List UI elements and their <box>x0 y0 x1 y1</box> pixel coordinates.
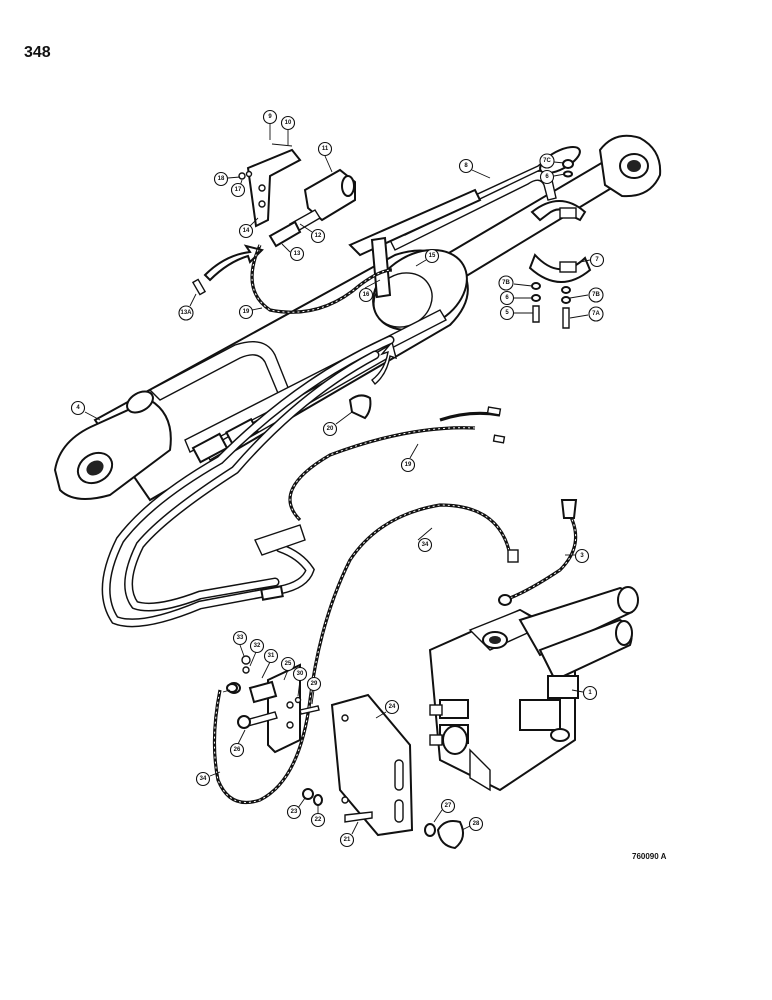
callout-6-bottom: 6 <box>499 290 532 306</box>
callout-14: 14 <box>238 217 259 239</box>
callout-26: 26 <box>229 729 246 758</box>
svg-text:23: 23 <box>291 809 298 815</box>
svg-text:27: 27 <box>445 803 452 809</box>
svg-text:22: 22 <box>315 817 322 823</box>
svg-text:33: 33 <box>237 635 244 641</box>
rod-end-tube-assembly <box>348 145 581 299</box>
svg-text:6: 6 <box>505 295 509 301</box>
callout-4: 4 <box>70 400 101 421</box>
hydraulic-hoses <box>101 335 395 628</box>
svg-text:7: 7 <box>595 257 599 263</box>
callout-19-upper: 19 <box>238 304 263 320</box>
svg-text:12: 12 <box>315 233 322 239</box>
svg-text:3: 3 <box>580 553 584 559</box>
callout-24: 24 <box>375 699 400 719</box>
svg-text:7A: 7A <box>592 311 600 317</box>
callout-18: 18 <box>213 171 241 187</box>
svg-text:24: 24 <box>389 704 396 710</box>
callout-8: 8 <box>458 158 491 179</box>
callout-20: 20 <box>322 411 353 437</box>
callout-29: 29 <box>306 676 322 705</box>
clamp-hardware <box>531 159 574 329</box>
svg-text:10: 10 <box>285 120 292 126</box>
figure-code: 760090 A <box>632 852 667 861</box>
callout-3: 3 <box>565 548 590 564</box>
svg-text:25: 25 <box>285 661 292 667</box>
callout-33: 33 <box>232 630 248 657</box>
svg-text:13A: 13A <box>180 310 192 316</box>
callout-23: 23 <box>286 797 306 820</box>
callout-30: 30 <box>292 666 308 697</box>
callout-21: 21 <box>339 821 359 848</box>
callout-28: 28 <box>461 816 484 832</box>
svg-text:4: 4 <box>76 405 80 411</box>
callouts: 1 3 4 5 6 6 7 7A 7B 7B 7C 8 9 10 11 12 1… <box>70 109 605 848</box>
switch-plate <box>267 663 301 754</box>
clamp <box>528 200 592 283</box>
svg-text:14: 14 <box>243 228 250 234</box>
callout-15: 15 <box>415 248 440 267</box>
callout-1: 1 <box>571 685 598 701</box>
svg-text:8: 8 <box>464 163 468 169</box>
svg-text:20: 20 <box>327 426 334 432</box>
svg-text:6: 6 <box>545 174 549 180</box>
callout-6-top: 6 <box>539 169 566 185</box>
strap <box>348 394 372 420</box>
svg-text:21: 21 <box>344 837 351 843</box>
wire-3 <box>509 514 578 600</box>
control-valve <box>428 586 639 792</box>
svg-text:30: 30 <box>297 671 304 677</box>
svg-text:17: 17 <box>235 187 242 193</box>
svg-text:31: 31 <box>268 653 275 659</box>
callout-13: 13 <box>281 243 305 262</box>
svg-text:11: 11 <box>322 146 329 152</box>
svg-text:16: 16 <box>363 292 370 298</box>
callout-31: 31 <box>261 648 279 679</box>
svg-text:5: 5 <box>505 310 509 316</box>
svg-text:15: 15 <box>429 253 436 259</box>
svg-text:32: 32 <box>254 643 261 649</box>
callout-7b-right: 7B <box>569 287 604 303</box>
callout-32: 32 <box>249 638 265 667</box>
callout-7b-left: 7B <box>498 275 533 291</box>
callout-18-lower: 18 <box>222 689 231 693</box>
svg-text:28: 28 <box>473 821 480 827</box>
callout-7c: 7C <box>539 153 565 169</box>
callout-7: 7 <box>579 252 605 268</box>
svg-text:19: 19 <box>405 462 412 468</box>
callout-25: 25 <box>280 656 296 681</box>
switch-assembly <box>238 143 356 248</box>
svg-text:7B: 7B <box>502 280 510 286</box>
callout-11: 11 <box>317 141 333 173</box>
callout-22: 22 <box>310 805 326 828</box>
svg-text:9: 9 <box>268 114 272 120</box>
svg-text:34: 34 <box>200 776 207 782</box>
svg-text:1: 1 <box>588 690 592 696</box>
page-number: 348 <box>24 44 51 61</box>
svg-text:29: 29 <box>311 681 318 687</box>
callout-12: 12 <box>299 223 326 244</box>
arrow <box>371 340 397 386</box>
callout-10: 10 <box>280 115 296 145</box>
callout-34-right: 34 <box>417 527 433 553</box>
svg-text:19: 19 <box>243 309 250 315</box>
svg-text:7B: 7B <box>592 292 600 298</box>
callout-16: 16 <box>358 279 381 303</box>
callout-34-left: 34 <box>195 771 221 787</box>
callout-19-lower: 19 <box>400 443 419 473</box>
svg-text:7C: 7C <box>543 158 551 164</box>
mounting-bracket <box>330 693 414 837</box>
callout-17: 17 <box>230 179 246 198</box>
svg-text:34: 34 <box>422 542 429 548</box>
callout-5: 5 <box>499 305 533 321</box>
callout-7a: 7A <box>569 306 604 322</box>
callout-9: 9 <box>262 109 278 140</box>
svg-text:18: 18 <box>218 176 225 182</box>
svg-text:13: 13 <box>294 251 301 257</box>
callout-13a: 13A <box>178 293 197 321</box>
callout-27: 27 <box>433 798 456 823</box>
svg-text:26: 26 <box>234 747 241 753</box>
